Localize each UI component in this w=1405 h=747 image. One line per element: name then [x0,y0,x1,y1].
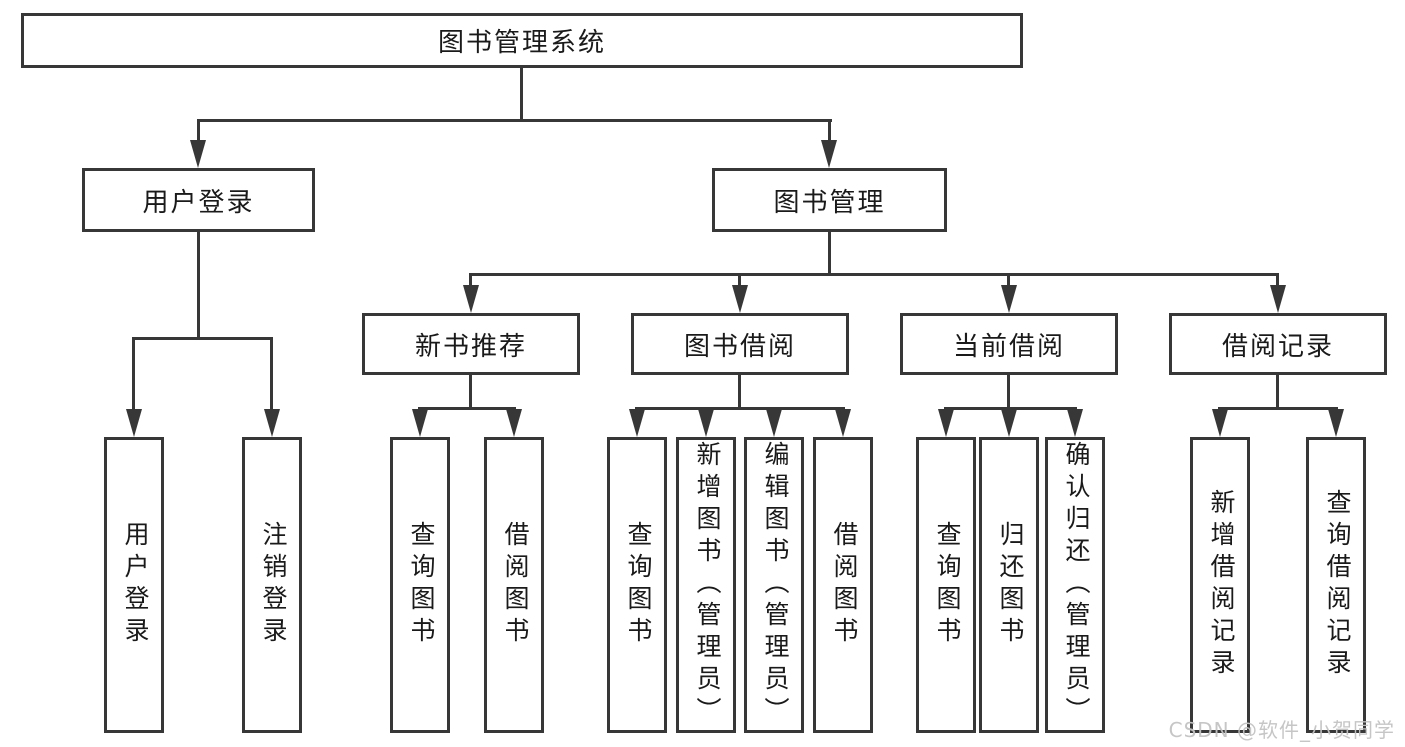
leaf-confirm-return-admin: 确认归还（管理员） [1045,437,1105,733]
node-borrow-records: 借阅记录 [1169,313,1387,375]
connector-bookborrow-stem [738,375,741,409]
arrow-down-icon [732,285,748,313]
connector-currentborrow-stem [1007,375,1010,409]
node-library-system: 图书管理系统 [21,13,1023,68]
connector-currentborrow-bar [944,407,1077,410]
connector-userlogin-bar [132,337,273,340]
arrow-down-icon [412,409,428,437]
arrow-down-icon [629,409,645,437]
arrow-down-icon [698,409,714,437]
connector-userlogin-drop [132,339,135,409]
arrow-down-icon [506,409,522,437]
arrow-down-icon [190,140,206,168]
connector-root-drop [197,121,200,142]
csdn-watermark: CSDN @软件_小贺同学 [1168,718,1395,742]
leaf-add-books-admin: 新增图书（管理员） [676,437,736,733]
connector-bookmgmt-stem [828,232,831,275]
arrow-down-icon [1067,409,1083,437]
connector-bookborrow-bar [635,407,845,410]
arrow-down-icon [126,409,142,437]
leaf-query-books-borrow: 查询图书 [607,437,667,733]
connector-bookmgmt-drop [1276,275,1279,287]
arrow-down-icon [835,409,851,437]
arrow-down-icon [1328,409,1344,437]
node-book-management: 图书管理 [712,168,947,232]
connector-newbooks-stem [469,375,472,409]
arrow-down-icon [938,409,954,437]
arrow-down-icon [766,409,782,437]
leaf-logout: 注销登录 [242,437,302,733]
arrow-down-icon [1001,285,1017,313]
leaf-borrow-books-recommend: 借阅图书 [484,437,544,733]
connector-root-bar [197,119,832,122]
connector-root-stem [520,68,523,121]
connector-records-stem [1276,375,1279,409]
connector-records-bar [1218,407,1338,410]
leaf-query-books-recommend: 查询图书 [390,437,450,733]
leaf-query-borrow-record: 查询借阅记录 [1306,437,1366,733]
arrow-down-icon [821,140,837,168]
connector-bookmgmt-drop [1007,275,1010,287]
node-book-borrowing: 图书借阅 [631,313,849,375]
node-new-book-recommend: 新书推荐 [362,313,580,375]
connector-userlogin-stem [197,232,200,339]
leaf-return-books: 归还图书 [979,437,1039,733]
connector-root-drop [828,121,831,142]
arrow-down-icon [264,409,280,437]
leaf-user-login: 用户登录 [104,437,164,733]
node-user-login: 用户登录 [82,168,315,232]
node-current-borrowing: 当前借阅 [900,313,1118,375]
arrow-down-icon [1212,409,1228,437]
leaf-borrow-books: 借阅图书 [813,437,873,733]
arrow-down-icon [463,285,479,313]
connector-bookmgmt-drop [469,275,472,287]
connector-userlogin-drop [270,339,273,409]
connector-bookmgmt-drop [738,275,741,287]
connector-newbooks-bar [418,407,516,410]
leaf-add-borrow-record: 新增借阅记录 [1190,437,1250,733]
leaf-query-books-current: 查询图书 [916,437,976,733]
connector-bookmgmt-bar [469,273,1279,276]
arrow-down-icon [1270,285,1286,313]
leaf-edit-books-admin: 编辑图书（管理员） [744,437,804,733]
arrow-down-icon [1001,409,1017,437]
